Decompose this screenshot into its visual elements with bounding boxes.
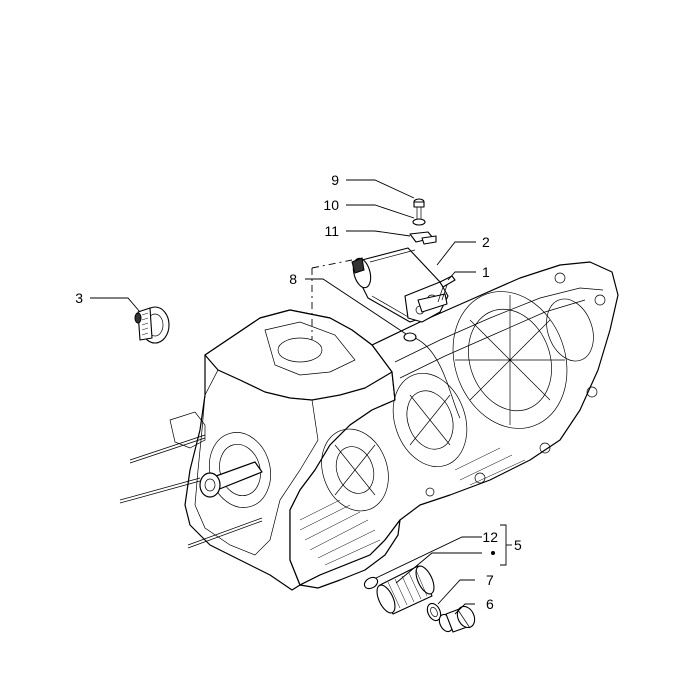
starter-motor — [351, 247, 449, 323]
callout-8: 8 — [289, 271, 297, 287]
leader-lines — [90, 179, 512, 615]
crankcase — [119, 261, 619, 591]
filter-o-ring — [363, 576, 379, 590]
oil-strainer — [376, 565, 435, 615]
sealing-washer — [426, 602, 442, 622]
leader-dot — [491, 551, 495, 555]
drain-plug — [438, 605, 476, 633]
cable-clamp — [409, 231, 437, 245]
callout-12: 12 — [482, 529, 498, 545]
callout-10: 10 — [323, 197, 339, 213]
callout-5: 5 — [514, 537, 522, 553]
callout-1: 1 — [482, 264, 490, 280]
callout-3: 3 — [75, 290, 83, 306]
washer — [412, 218, 426, 226]
starter-gear — [134, 306, 170, 344]
callout-7: 7 — [486, 572, 494, 588]
callout-9: 9 — [331, 172, 339, 188]
callout-6: 6 — [486, 596, 494, 612]
assembly-axis-line-2 — [311, 259, 353, 269]
callout-11: 11 — [324, 223, 339, 239]
starter-cable — [403, 332, 461, 419]
callout-2: 2 — [482, 234, 490, 250]
starter-bolt — [437, 275, 456, 303]
